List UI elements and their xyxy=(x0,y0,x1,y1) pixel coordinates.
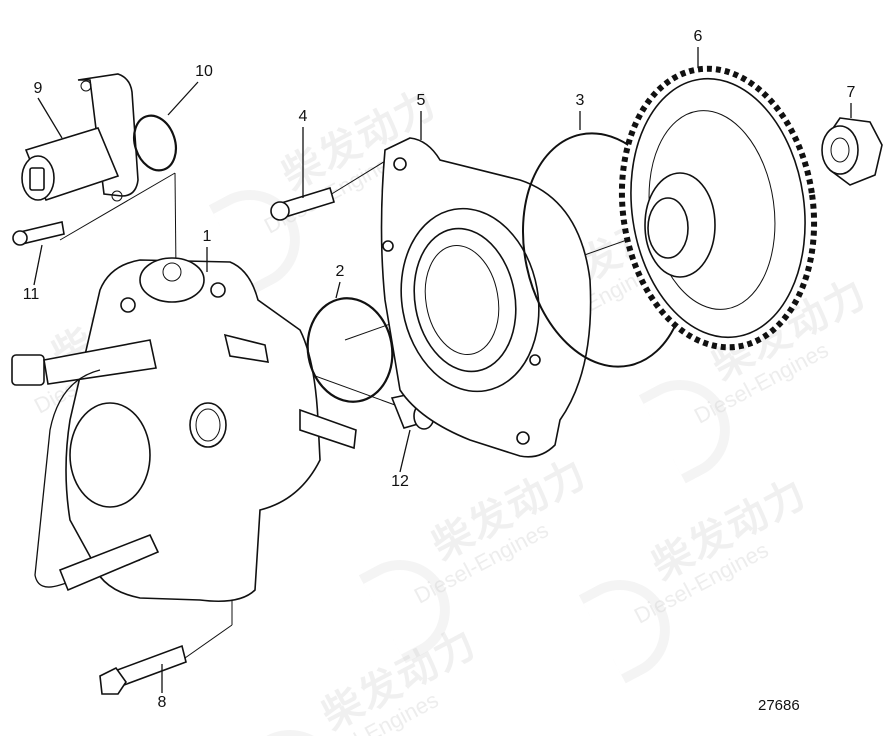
part-11-screw xyxy=(12,221,65,246)
part-5-flange xyxy=(380,137,592,458)
part-7-nut xyxy=(821,117,883,186)
callout-9: 9 xyxy=(33,80,43,97)
part-4-screw xyxy=(270,186,335,221)
part-1-fuel-pump xyxy=(11,257,357,603)
callout-6: 6 xyxy=(693,28,703,45)
callout-12: 12 xyxy=(391,473,409,490)
callout-11: 11 xyxy=(22,286,40,303)
part-6-drive-gear xyxy=(618,65,818,351)
callout-10: 10 xyxy=(195,63,213,80)
callout-2: 2 xyxy=(335,263,345,280)
part-9-pressure-valve xyxy=(21,73,139,202)
callout-7: 7 xyxy=(846,84,856,101)
figure-number: 27686 xyxy=(758,697,800,714)
leader-lines xyxy=(33,47,852,693)
callout-1: 1 xyxy=(202,228,212,245)
callout-8: 8 xyxy=(157,694,167,711)
callout-3: 3 xyxy=(575,92,585,109)
callout-5: 5 xyxy=(416,92,426,109)
part-10-o-ring xyxy=(133,114,177,172)
callout-4: 4 xyxy=(298,108,308,125)
part-8-screw xyxy=(99,644,187,695)
